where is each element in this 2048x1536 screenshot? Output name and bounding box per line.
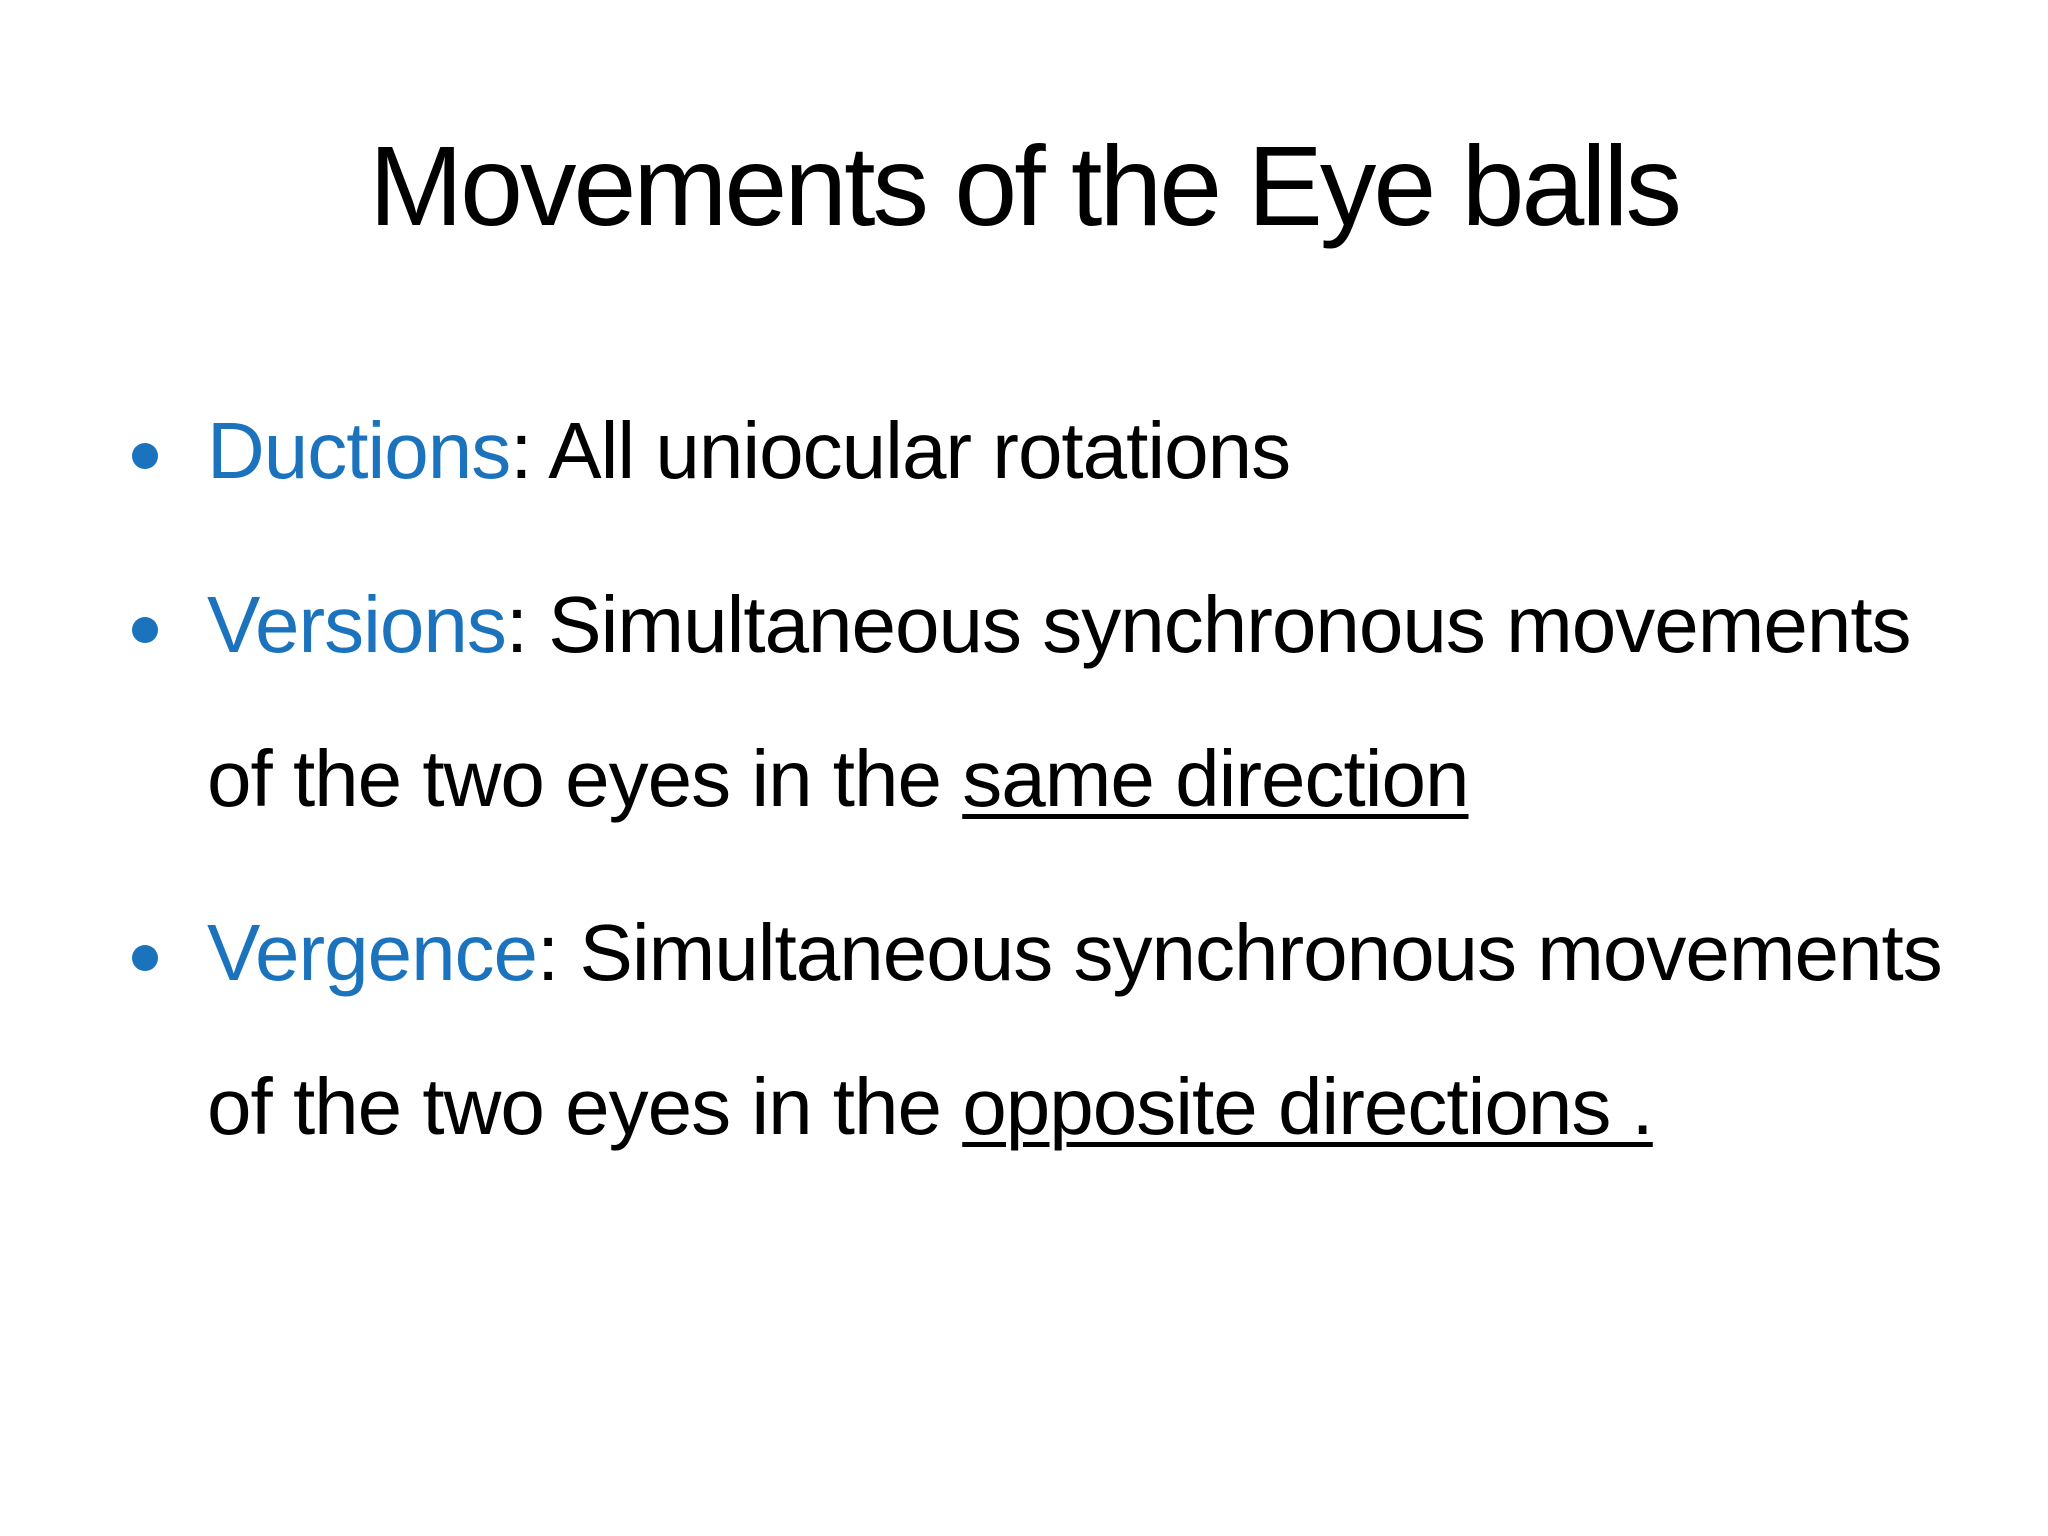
bullet-line: Vergence: Simultaneous synchronous movem… xyxy=(207,876,2010,1030)
bullet-term: Versions xyxy=(207,580,507,669)
bullet-line: Versions: Simultaneous synchronous movem… xyxy=(207,548,2010,702)
bullet-term: Vergence xyxy=(207,908,538,997)
bullet-dot xyxy=(132,617,158,643)
bullet-line: of the two eyes in the same direction xyxy=(207,702,2010,856)
bullet-text: : All uniocular rotations xyxy=(510,406,1291,495)
bullet-line: of the two eyes in the opposite directio… xyxy=(207,1030,2010,1184)
bullet-item: Ductions: All uniocular rotations xyxy=(130,374,2010,528)
bullet-item: Vergence: Simultaneous synchronous movem… xyxy=(130,876,2010,1184)
bullet-text: of the two eyes in the xyxy=(207,1062,963,1151)
slide-title: Movements of the Eye balls xyxy=(368,123,1682,249)
underlined-phrase: same direction xyxy=(962,734,1469,823)
bullet-text: : Simultaneous synchronous movements xyxy=(505,580,1912,669)
underlined-phrase: opposite directions . xyxy=(962,1062,1654,1151)
bullet-dot xyxy=(132,945,158,971)
bullet-text: of the two eyes in the xyxy=(207,734,963,823)
bullet-term: Ductions xyxy=(207,406,511,495)
bullet-line: Ductions: All uniocular rotations xyxy=(207,374,2010,528)
bullet-dot xyxy=(132,443,158,469)
bullet-item: Versions: Simultaneous synchronous movem… xyxy=(130,548,2010,856)
bullet-text: : Simultaneous synchronous movements xyxy=(537,908,1943,997)
